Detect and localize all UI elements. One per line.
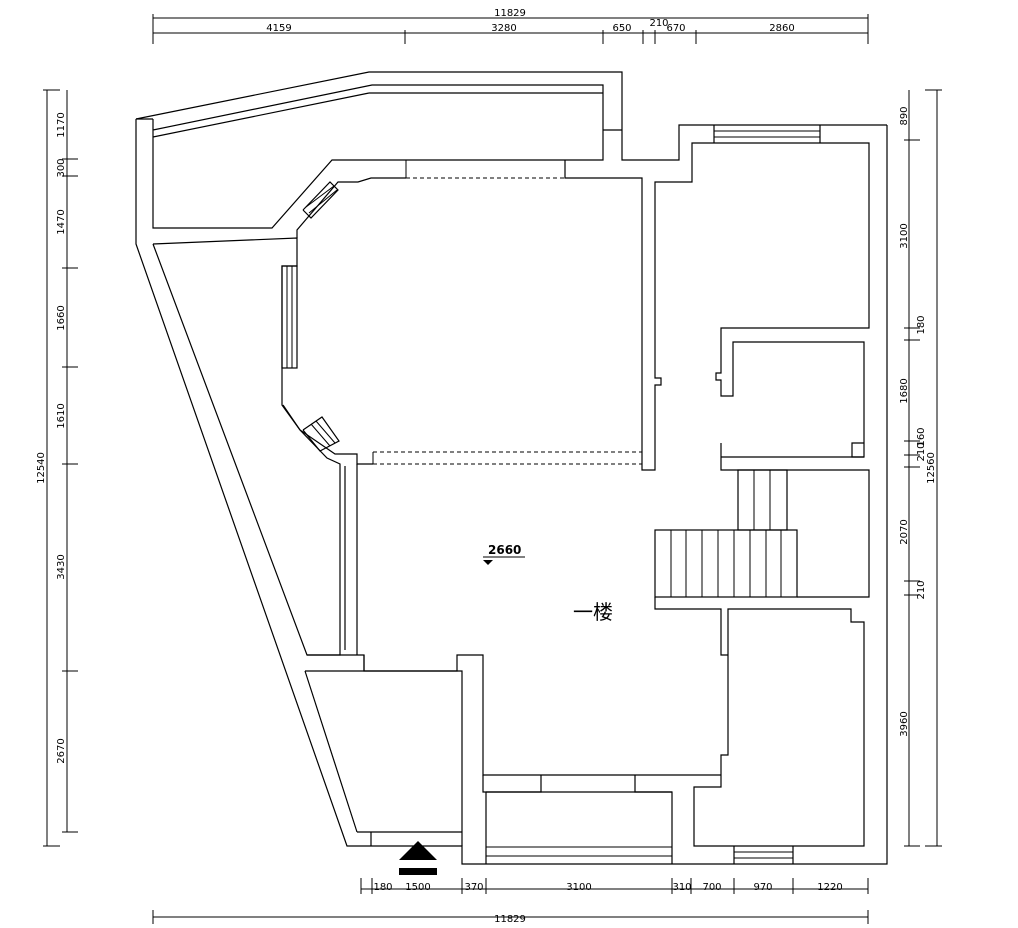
bottom-dimension-segments: 180 1500 370 3100 310 700 970 1220 — [360, 878, 869, 894]
left-dim-7: 2670 — [56, 738, 67, 763]
bottom-total-label: 11829 — [494, 914, 526, 925]
left-dim-5: 1610 — [56, 403, 67, 428]
top-dim-3: 650 — [612, 23, 631, 34]
left-dim-3: 1470 — [56, 209, 67, 234]
right-dimension-total: 12560 — [925, 89, 942, 847]
left-dimension-segments: 1170 300 1470 1660 1610 3430 2670 — [56, 90, 78, 833]
bottom-dim-4: 3100 — [566, 882, 591, 893]
right-dim-1: 890 — [899, 106, 910, 125]
left-dimension-total: 12540 — [36, 89, 60, 847]
bottom-dim-2: 1500 — [405, 882, 430, 893]
bottom-dim-8: 1220 — [817, 882, 842, 893]
right-dim-2: 3100 — [899, 223, 910, 248]
right-dim-3: 180 — [916, 315, 927, 334]
north-window — [713, 125, 821, 143]
bottom-dim-6: 700 — [702, 882, 721, 893]
level-marker: 2660 — [483, 543, 525, 565]
right-dim-7: 2070 — [899, 519, 910, 544]
top-dimension-segments: 4159 3280 650 210 670 2860 — [153, 18, 868, 44]
bottom-dim-5: 310 — [672, 882, 691, 893]
top-dim-2: 3280 — [491, 23, 516, 34]
left-dim-6: 3430 — [56, 554, 67, 579]
lower-rooms — [304, 654, 794, 864]
right-total-label: 12560 — [926, 452, 937, 484]
floor-label: 一楼 — [573, 600, 613, 624]
top-dim-5: 670 — [666, 23, 685, 34]
left-dim-2: 300 — [56, 158, 67, 177]
top-left-room-walls — [135, 71, 887, 229]
living-room-walls — [282, 142, 870, 655]
bottom-dim-1: 180 — [373, 882, 392, 893]
top-dim-4: 210 — [649, 18, 668, 29]
bottom-dim-3: 370 — [464, 882, 483, 893]
right-dim-8: 210 — [916, 580, 927, 599]
right-dim-4: 1680 — [899, 378, 910, 403]
right-dimension-segments: 890 3100 180 1680 210 160 2070 210 3960 — [899, 90, 927, 847]
bay-windows — [281, 181, 340, 452]
dashed-openings — [372, 159, 642, 465]
top-dim-6: 2860 — [769, 23, 794, 34]
top-dimension-total: 11829 — [152, 8, 869, 44]
entrance-arrow-icon — [399, 841, 437, 875]
outer-west-wall — [135, 119, 888, 865]
top-dim-1: 4159 — [266, 23, 291, 34]
right-dim-5: 210 — [916, 442, 927, 461]
bottom-dimension-total: 11829 — [152, 910, 869, 925]
right-dim-9: 3960 — [899, 711, 910, 736]
left-total-label: 12540 — [36, 452, 47, 484]
left-dim-4: 1660 — [56, 305, 67, 330]
bottom-dim-7: 970 — [753, 882, 772, 893]
level-mark-label: 2660 — [488, 543, 521, 557]
top-total-label: 11829 — [494, 8, 526, 19]
staircase — [654, 469, 865, 847]
left-dim-1: 1170 — [56, 112, 67, 137]
right-dim-6: 160 — [916, 427, 927, 446]
